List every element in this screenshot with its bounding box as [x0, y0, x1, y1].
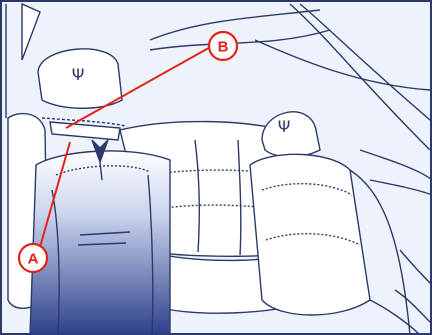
callout-b: B	[207, 30, 239, 62]
callout-b-label: B	[218, 39, 229, 56]
callout-a: A	[17, 242, 49, 274]
trident-logo-icon-right: Ψ	[278, 117, 291, 136]
right-seat	[249, 111, 421, 335]
callout-lines	[37, 44, 215, 255]
right-door	[359, 149, 432, 323]
roof-lines	[5, 2, 431, 151]
callout-a-label: A	[28, 251, 39, 268]
trident-logo-icon-left: Ψ	[72, 65, 85, 84]
